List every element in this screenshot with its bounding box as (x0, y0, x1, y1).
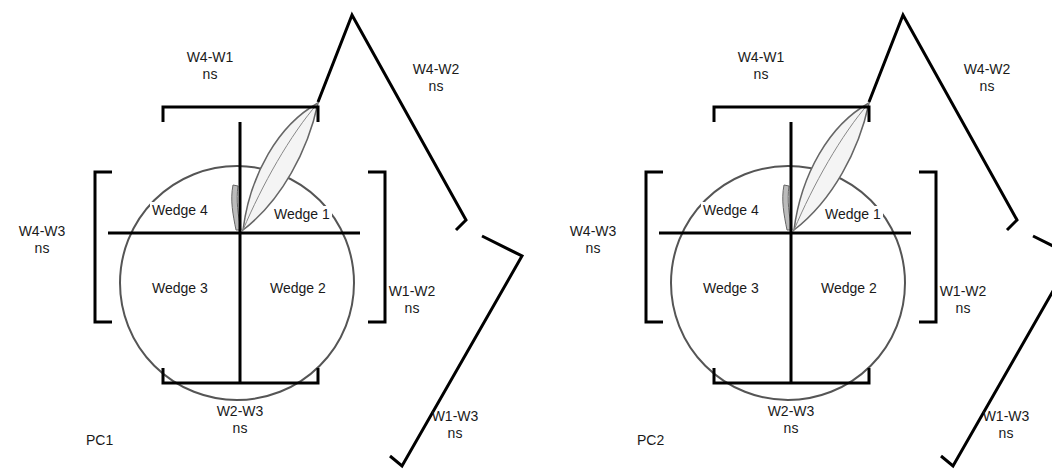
comparison-label: W2-W3 ns (213, 403, 267, 437)
comparison-label: W4-W3 ns (566, 223, 620, 257)
comparison-label: W1-W3 ns (979, 408, 1033, 442)
apple-panel (95, 15, 522, 466)
comparison-label: W1-W2 ns (385, 283, 439, 317)
panel-label: PC2 (637, 432, 664, 449)
wedge-label: Wedge 2 (268, 280, 328, 297)
comparison-label: W4-W1 ns (734, 49, 788, 83)
comparison-label: W1-W2 ns (936, 283, 990, 317)
wedge-label: Wedge 3 (150, 280, 210, 297)
comparison-label: W4-W2 ns (960, 61, 1014, 95)
panel-label: PC1 (86, 432, 113, 449)
comparison-label: W1-W3 ns (428, 408, 482, 442)
wedge-label: Wedge 2 (819, 280, 879, 297)
comparison-label: W2-W3 ns (764, 403, 818, 437)
comparison-label: W4-W1 ns (183, 49, 237, 83)
wedge-label: Wedge 4 (150, 202, 210, 219)
wedge-label: Wedge 3 (701, 280, 761, 297)
wedge-label: Wedge 1 (272, 206, 332, 223)
wedge-label: Wedge 1 (823, 206, 883, 223)
wedge-label: Wedge 4 (701, 202, 761, 219)
apple-panel (646, 15, 1052, 466)
comparison-label: W4-W3 ns (15, 223, 69, 257)
comparison-label: W4-W2 ns (409, 61, 463, 95)
